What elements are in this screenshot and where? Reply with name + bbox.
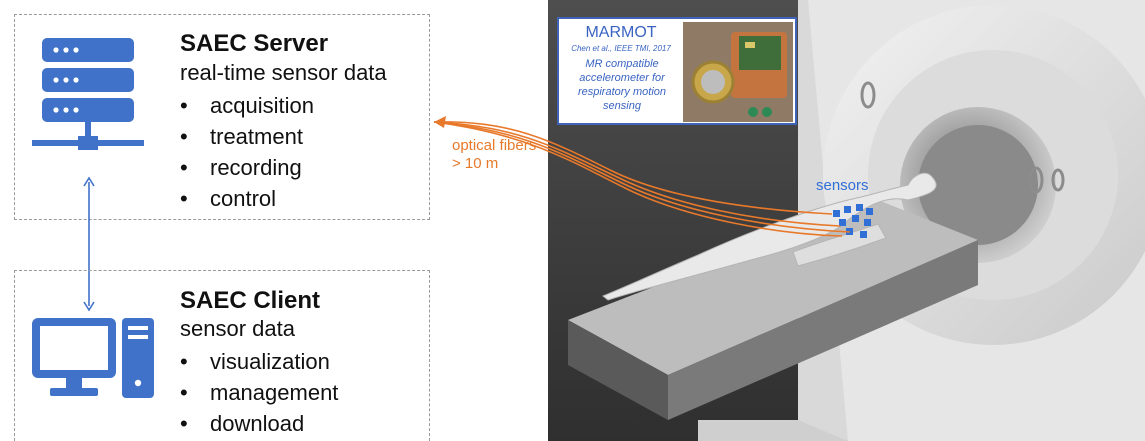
sensors-label: sensors (816, 177, 869, 194)
list-item: download (178, 408, 338, 439)
optical-fibers-label: optical fibers > 10 m (452, 137, 536, 173)
list-item: acquisition (178, 90, 314, 121)
marmot-title: MARMOT (585, 24, 657, 41)
list-item: management (178, 377, 338, 408)
client-title: SAEC Client (180, 287, 321, 314)
marmot-description: MR compatible accelerometer for respirat… (577, 58, 667, 112)
client-subtitle: sensor data (180, 316, 295, 341)
mri-scanner-scene (548, 0, 1145, 441)
list-item: visualization (178, 346, 338, 377)
client-capability-list: visualization management download (178, 346, 338, 439)
marmot-inset: MARMOT Chen et al., IEEE TMI, 2017 MR co… (557, 17, 797, 125)
server-title: SAEC Server (180, 30, 329, 57)
marmot-citation: Chen et al., IEEE TMI, 2017 (571, 44, 671, 53)
bidirectional-arrow-icon (83, 176, 95, 312)
accelerometer-photo (683, 22, 793, 122)
list-item: recording (178, 152, 314, 183)
client-box (14, 270, 430, 441)
desktop-computer-icon (32, 318, 154, 398)
fibers-label-line1: optical fibers (452, 137, 537, 154)
list-item: control (178, 183, 314, 214)
server-capability-list: acquisition treatment recording control (178, 90, 314, 214)
fibers-label-line2: > 10 m (452, 155, 499, 172)
optical-fibers (433, 116, 851, 237)
list-item: treatment (178, 121, 314, 152)
server-box (14, 14, 430, 220)
server-subtitle: real-time sensor data (180, 60, 387, 85)
server-icon (32, 38, 144, 150)
